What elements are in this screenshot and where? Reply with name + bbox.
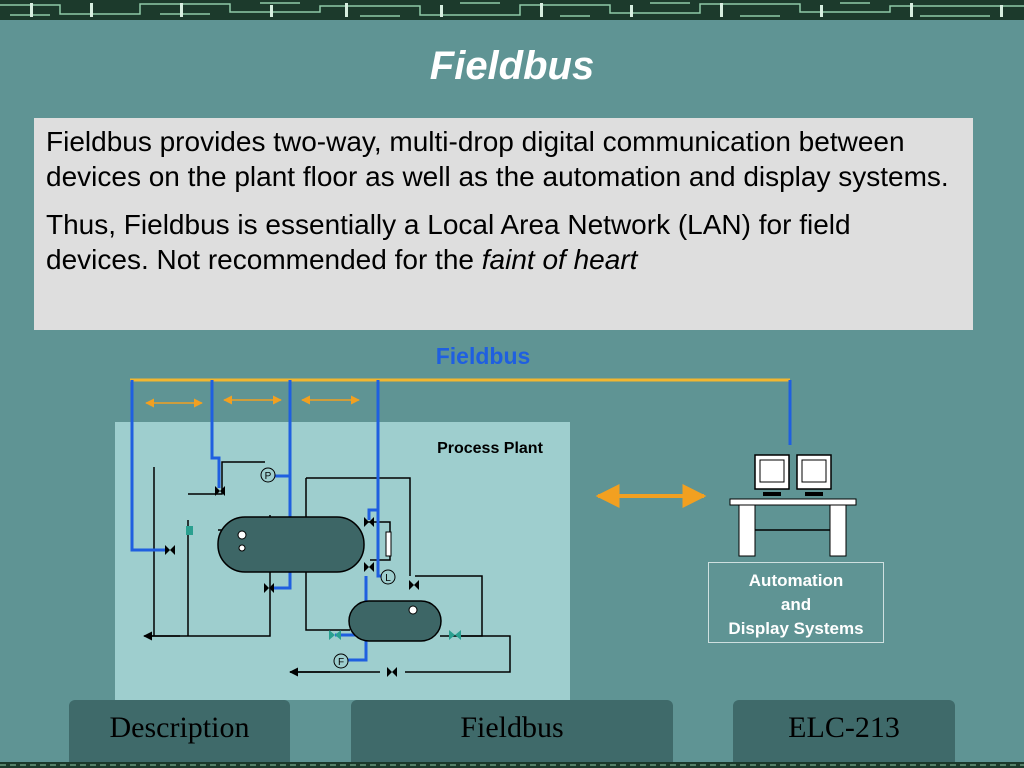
level-gauge-1 [237,530,247,540]
circuit-board-border-bottom [0,762,1024,768]
paragraph-2-text: Thus, Fieldbus is essentially a Local Ar… [46,209,851,275]
circuit-board-border-top [0,0,1024,20]
sight-glass [385,531,392,557]
valves [165,486,461,677]
process-plant-label: Process Plant [437,440,544,457]
fieldbus-label: Fieldbus [436,343,531,369]
paragraph-1: Fieldbus provides two-way, multi-drop di… [46,126,949,192]
instrument-p: P [260,467,276,483]
paragraph-2-emphasis: faint of heart [481,244,638,275]
automation-display-systems-label: Automation and Display Systems [708,562,884,643]
fieldbus-drops [130,380,792,662]
flow-element [186,526,193,535]
instrument-l: L [380,569,396,585]
description-textbox: Fieldbus provides two-way, multi-drop di… [34,118,973,330]
automation-label-line2: and [780,595,812,614]
nav-button-description[interactable]: Description [69,700,290,764]
level-gauge-2 [238,544,246,552]
lower-vessel-gauge [408,605,418,615]
lower-vessel [348,600,442,642]
automation-label-line1: Automation [748,571,844,590]
svg-text:P: P [265,471,272,482]
svg-text:L: L [385,573,391,584]
svg-text:F: F [338,657,344,668]
workstation-icon [729,454,857,557]
paragraph-2: Thus, Fieldbus is essentially a Local Ar… [46,207,961,277]
nav-button-elc-213[interactable]: ELC-213 [733,700,955,764]
upper-vessel [217,516,365,573]
bus-span-arrows [145,395,360,408]
instrument-f: F [333,653,349,669]
nav-button-fieldbus[interactable]: Fieldbus [351,700,673,764]
automation-label-line3: Display Systems [728,619,864,638]
page-title: Fieldbus [429,44,595,88]
